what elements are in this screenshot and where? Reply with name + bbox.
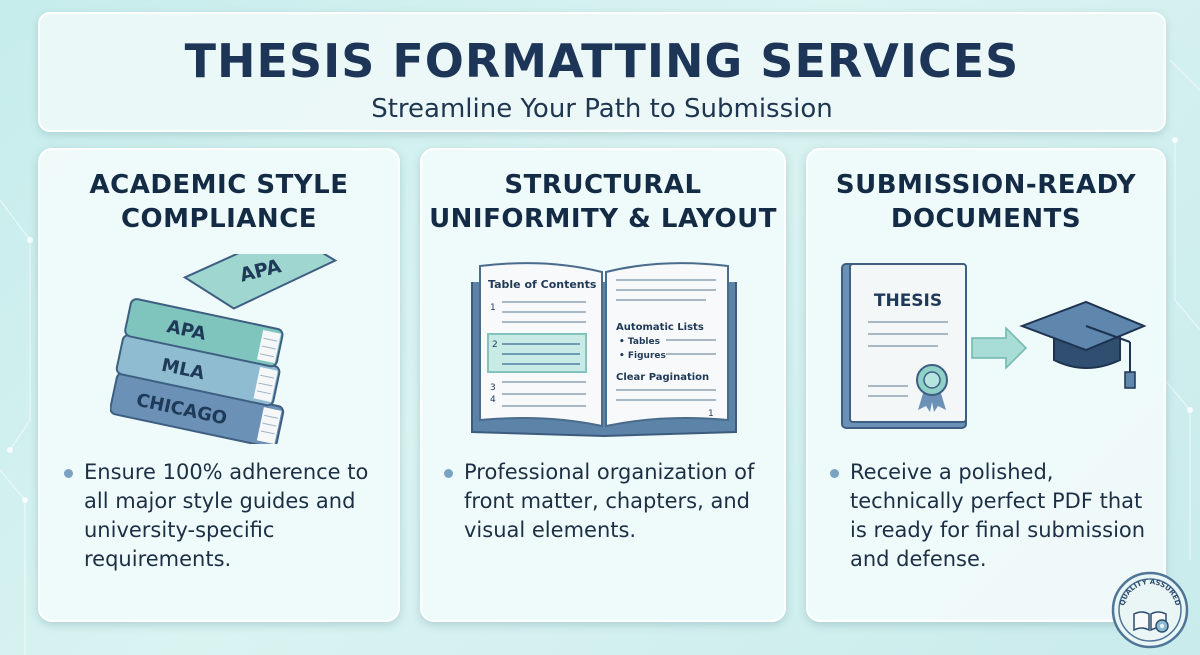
- toc-title: Table of Contents: [488, 278, 597, 291]
- gear-icon: [1155, 619, 1169, 633]
- card-title: SUBMISSION-READY DOCUMENTS: [808, 168, 1164, 236]
- card-style-compliance: ACADEMIC STYLE COMPLIANCE CHICAGO MLA AP…: [38, 148, 400, 622]
- toc-number: 4: [490, 395, 496, 405]
- header-banner: THESIS FORMATTING SERVICES Streamline Yo…: [38, 12, 1166, 132]
- card-title-line: COMPLIANCE: [120, 204, 318, 234]
- card-title-line: UNIFORMITY & LAYOUT: [429, 204, 777, 234]
- auto-lists-label: Automatic Lists: [616, 322, 704, 333]
- book-stack-icon: CHICAGO MLA APA APA: [110, 254, 338, 444]
- bullet-dot: [64, 469, 73, 478]
- card-title-line: DOCUMENTS: [890, 204, 1082, 234]
- bullet-dot: [444, 469, 453, 478]
- toc-number: 2: [492, 340, 498, 350]
- card-title-line: ACADEMIC STYLE: [89, 170, 349, 200]
- bullet-dot: [830, 469, 839, 478]
- card-title-line: SUBMISSION-READY: [835, 170, 1137, 200]
- bullet-text: Professional organization of front matte…: [464, 460, 755, 542]
- open-book-icon: Table of Contents 1 2 3 4 Automatic List…: [471, 262, 737, 438]
- graduation-cap-icon: [1019, 300, 1147, 389]
- page-number: 1: [708, 409, 714, 419]
- bullet-item: Receive a polished, technically perfect …: [830, 458, 1150, 574]
- page-title: THESIS FORMATTING SERVICES: [184, 34, 1020, 88]
- card-structural-layout: STRUCTURAL UNIFORMITY & LAYOUT Table of …: [420, 148, 786, 622]
- card-submission-ready: SUBMISSION-READY DOCUMENTS THESIS: [806, 148, 1166, 622]
- pagination-label: Clear Pagination: [616, 372, 709, 383]
- thesis-label: THESIS: [874, 291, 942, 311]
- bullet-text: Receive a polished, technically perfect …: [850, 460, 1146, 571]
- card-title: ACADEMIC STYLE COMPLIANCE: [40, 168, 398, 236]
- toc-number: 1: [490, 303, 496, 313]
- page-subtitle: Streamline Your Path to Submission: [371, 94, 833, 124]
- tables-label: • Tables: [619, 337, 660, 347]
- bullet-item: Ensure 100% adherence to all major style…: [64, 458, 384, 574]
- figures-label: • Figures: [619, 351, 666, 361]
- card-title: STRUCTURAL UNIFORMITY & LAYOUT: [422, 168, 784, 236]
- seal-ribbon-icon: [916, 364, 948, 412]
- bullet-text: Ensure 100% adherence to all major style…: [84, 460, 369, 571]
- bullet-item: Professional organization of front matte…: [444, 458, 769, 545]
- thesis-document-icon: THESIS: [841, 263, 1147, 429]
- card-title-line: STRUCTURAL: [504, 170, 702, 200]
- arrow-right-icon: [971, 326, 1028, 370]
- toc-number: 3: [490, 383, 496, 393]
- quality-assured-badge-icon: QUALITY ASSURED: [1111, 571, 1189, 649]
